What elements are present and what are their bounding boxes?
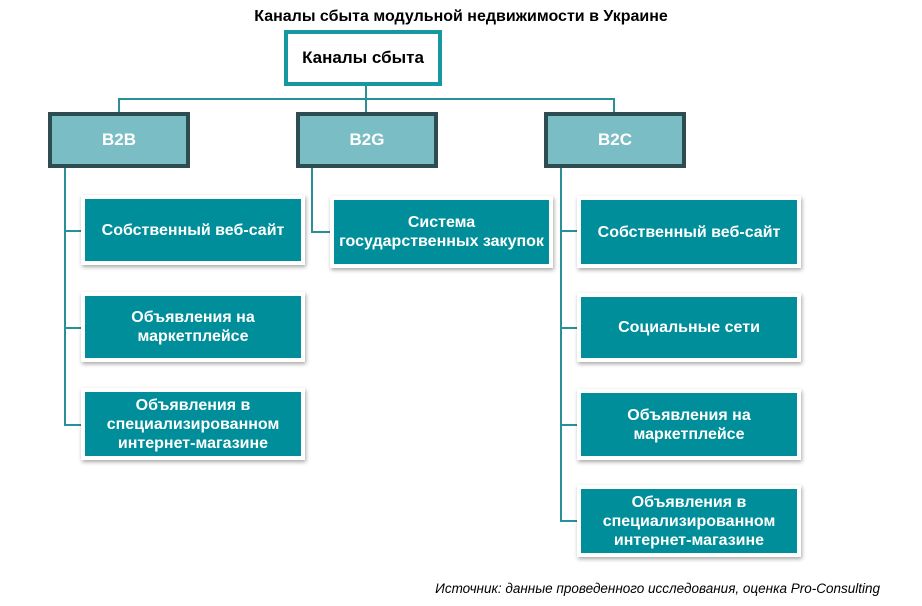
b2c-own-website: Собственный веб-сайт [577, 196, 801, 268]
b2c-online-store: Объявления в специализированном интернет… [577, 485, 801, 557]
b2b-marketplace: Объявления на маркетплейсе [81, 292, 305, 362]
connector [613, 98, 615, 112]
category-b2c: B2C [544, 112, 686, 168]
b2b-own-website: Собственный веб-сайт [81, 195, 305, 265]
diagram-title: Каналы сбыта модульной недвижимости в Ук… [254, 8, 668, 25]
connector [64, 230, 82, 232]
connector [311, 231, 331, 233]
root-node: Каналы сбыта [284, 30, 442, 86]
category-b2b: B2B [48, 112, 190, 168]
b2c-social-networks: Социальные сети [577, 293, 801, 362]
connector [560, 230, 578, 232]
b2b-online-store: Объявления в специализированном интернет… [81, 388, 305, 460]
connector [365, 98, 367, 112]
source-note: Источник: данные проведенного исследован… [435, 581, 880, 596]
connector [560, 168, 562, 521]
category-b2g: B2G [296, 112, 438, 168]
connector [64, 327, 82, 329]
connector [365, 86, 367, 99]
b2c-marketplace: Объявления на маркетплейсе [577, 389, 801, 460]
connector [560, 424, 578, 426]
connector [64, 424, 82, 426]
connector [64, 168, 66, 425]
connector [118, 98, 120, 112]
connector [311, 168, 313, 231]
connector [560, 327, 578, 329]
connector [118, 98, 615, 100]
b2g-public-procurement: Система государственных закупок [330, 196, 553, 268]
connector [560, 520, 578, 522]
